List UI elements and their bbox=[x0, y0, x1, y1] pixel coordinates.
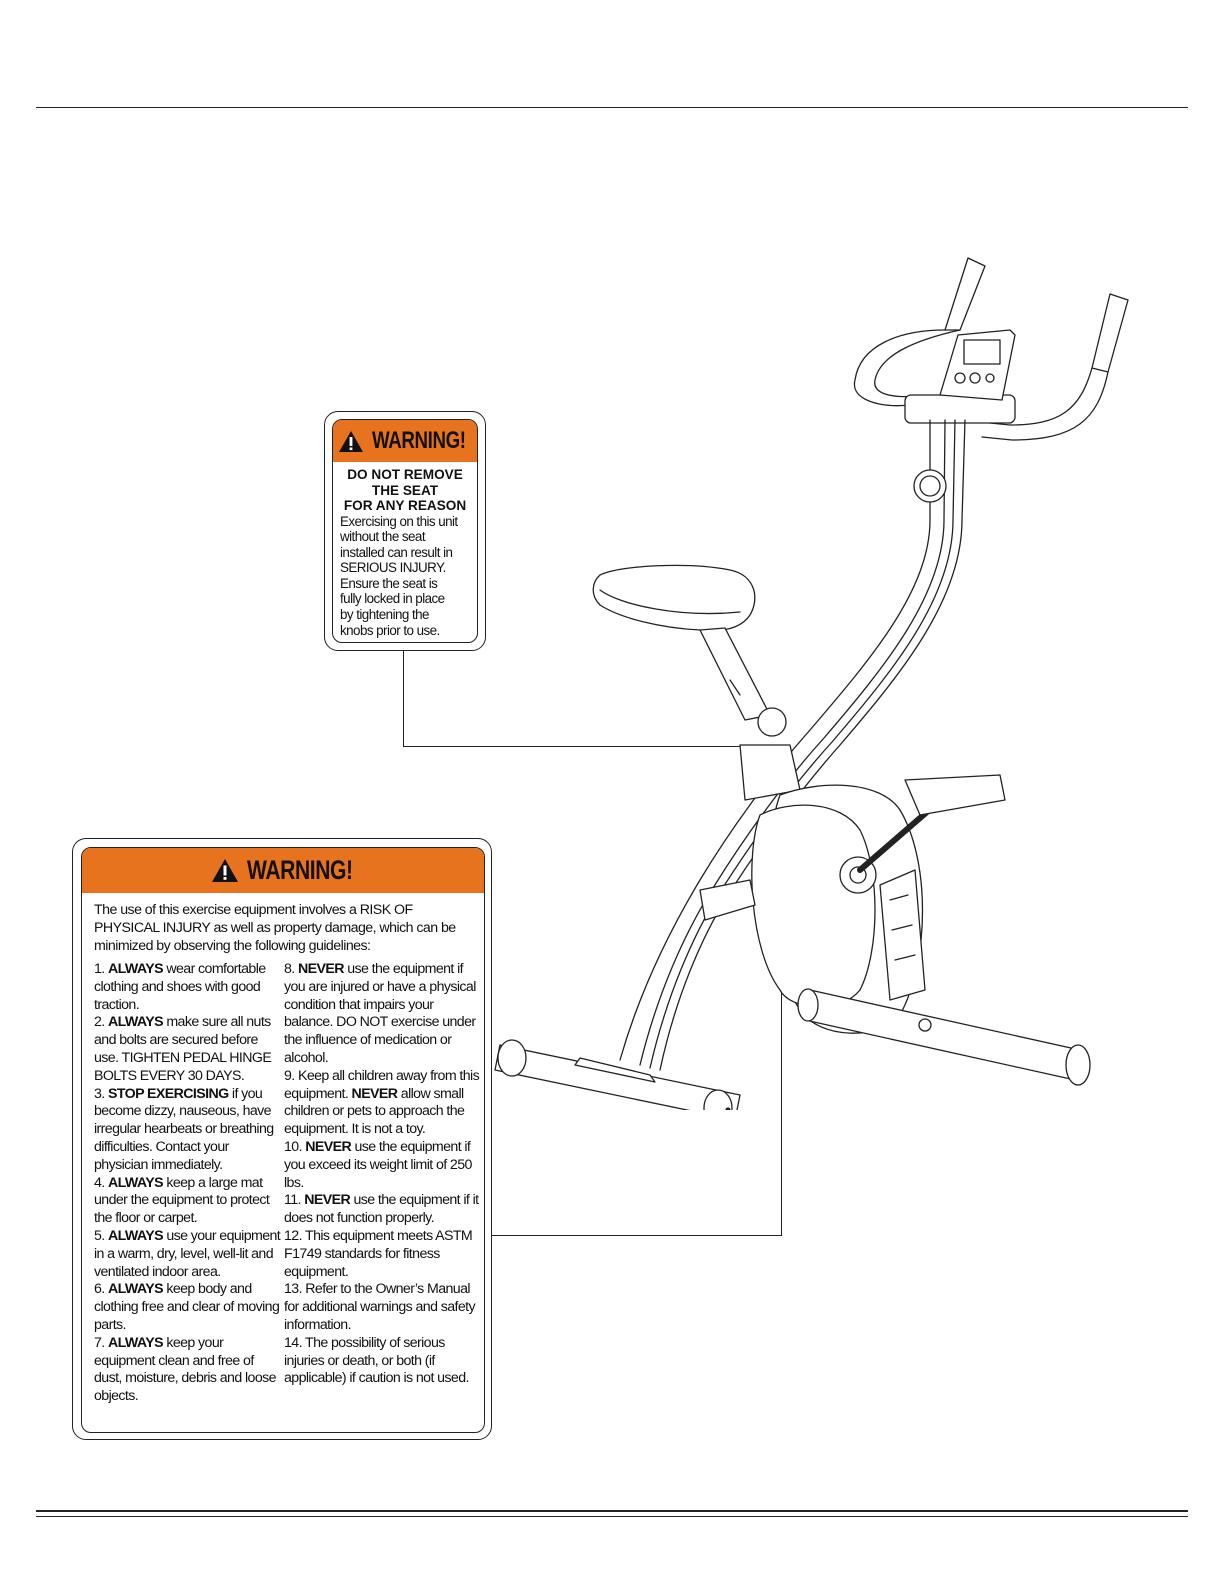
guideline-item: 2. ALWAYS make sure all nuts and bolts a… bbox=[94, 1014, 284, 1085]
guideline-item-emphasis: ALWAYS bbox=[107, 961, 164, 977]
guideline-item-lead: 14. The possibility of serious injuries … bbox=[284, 1334, 469, 1387]
guideline-item: 6. ALWAYS keep body and clothing free an… bbox=[94, 1281, 284, 1334]
guideline-item-emphasis: ALWAYS bbox=[107, 1281, 164, 1298]
guideline-item-text: wear comfortable clothing and shoes with… bbox=[94, 961, 266, 1013]
guideline-item: 12. This equipment meets ASTM F1749 stan… bbox=[284, 1228, 480, 1281]
guideline-item-emphasis: NEVER bbox=[297, 961, 344, 977]
exercise-bike-illustration bbox=[494, 257, 1129, 1110]
guideline-item-text: keep a large mat under the equipment to … bbox=[94, 1174, 270, 1227]
guideline-item-emphasis: ALWAYS bbox=[107, 1014, 164, 1031]
guideline-item-lead: 9. Keep all children away from this equi… bbox=[284, 1067, 480, 1102]
guideline-item-text: make sure all nuts and bolts are secured… bbox=[94, 1014, 272, 1084]
general-warning-header: WARNING! bbox=[82, 848, 484, 893]
guideline-item: 7. ALWAYS keep your equipment clean and … bbox=[94, 1335, 284, 1406]
seat-warning-heading: DO NOT REMOVE THE SEAT FOR ANY REASON bbox=[333, 467, 477, 514]
guideline-item-lead: 2. bbox=[94, 1014, 108, 1031]
seat-warning-inner: WARNING! DO NOT REMOVE THE SEAT FOR ANY … bbox=[332, 419, 478, 643]
guideline-item: 8. NEVER use the equipment if you are in… bbox=[284, 961, 480, 1068]
guideline-item: 14. The possibility of serious injuries … bbox=[284, 1335, 480, 1388]
guideline-item-text: allow small children or pets to approach… bbox=[284, 1085, 465, 1138]
seat-leader-horizontal bbox=[403, 746, 749, 748]
general-warning-title: WARNING! bbox=[247, 855, 353, 885]
guideline-item-text: keep body and clothing free and clear of… bbox=[94, 1281, 280, 1333]
guideline-item-lead: 11. bbox=[284, 1192, 305, 1209]
guideline-item-text: use the equipment if it does not functio… bbox=[284, 1192, 479, 1227]
seat-body-line: fully locked in place bbox=[340, 591, 445, 607]
guideline-item: 13. Refer to the Owner’s Manual for addi… bbox=[284, 1281, 480, 1334]
guideline-item-emphasis: NEVER bbox=[305, 1138, 352, 1155]
general-warning-label: WARNING! The use of this exercise equipm… bbox=[72, 838, 492, 1440]
seat-heading-line: FOR ANY REASON bbox=[343, 498, 467, 513]
guideline-column-left: 1. ALWAYS wear comfortable clothing and … bbox=[94, 961, 284, 1406]
guideline-item: 1. ALWAYS wear comfortable clothing and … bbox=[94, 961, 284, 1014]
seat-body-line: by tightening the bbox=[340, 607, 429, 623]
general-warning-inner: WARNING! The use of this exercise equipm… bbox=[81, 847, 485, 1433]
seat-body-line: installed can result in bbox=[340, 544, 453, 560]
seat-heading-line: DO NOT REMOVE bbox=[347, 467, 463, 482]
guideline-item-lead: 13. Refer to the Owner’s Manual for addi… bbox=[284, 1281, 476, 1333]
bottom-rule-thin bbox=[36, 1516, 1188, 1517]
guideline-column-right: 8. NEVER use the equipment if you are in… bbox=[284, 961, 480, 1406]
guideline-item-lead: 7. bbox=[94, 1334, 108, 1351]
frame-leader-horizontal bbox=[490, 1235, 782, 1237]
guideline-item: 4. ALWAYS keep a large mat under the equ… bbox=[94, 1175, 284, 1228]
seat-body-line: knobs prior to use. bbox=[340, 622, 440, 638]
guideline-item-text: use your equipment in a warm, dry, level… bbox=[94, 1227, 281, 1280]
seat-warning-header: WARNING! bbox=[333, 420, 477, 462]
guideline-item-emphasis: NEVER bbox=[304, 1192, 351, 1209]
frame-leader-vertical bbox=[781, 905, 783, 1236]
guideline-item-lead: 3. bbox=[94, 1085, 108, 1102]
guideline-item-emphasis: ALWAYS bbox=[107, 1227, 164, 1244]
guideline-item-emphasis: NEVER bbox=[351, 1085, 398, 1102]
guideline-item-text: use the equipment if you are injured or … bbox=[284, 961, 476, 1066]
guideline-item: 5. ALWAYS use your equipment in a warm, … bbox=[94, 1228, 284, 1281]
guideline-item-lead: 10. bbox=[284, 1138, 306, 1155]
guideline-item-lead: 5. bbox=[94, 1227, 108, 1244]
guideline-item-emphasis: STOP EXERCISING bbox=[107, 1085, 229, 1102]
seat-heading-line: THE SEAT bbox=[371, 482, 439, 498]
seat-leader-vertical bbox=[403, 650, 405, 747]
guideline-item-lead: 6. bbox=[94, 1281, 108, 1298]
guideline-item-text: keep your equipment clean and free of du… bbox=[94, 1334, 277, 1405]
guideline-item-lead: 8. bbox=[284, 961, 298, 977]
seat-body-line: SERIOUS INJURY. bbox=[340, 560, 446, 576]
guideline-item-text: if you become dizzy, nauseous, have irre… bbox=[94, 1085, 274, 1173]
seat-body-line: without the seat bbox=[340, 529, 426, 545]
warning-intro: The use of this exercise equipment invol… bbox=[94, 902, 456, 954]
guideline-item-lead: 1. bbox=[94, 961, 108, 977]
guideline-item: 11. NEVER use the equipment if it does n… bbox=[284, 1192, 480, 1228]
seat-body-line: Ensure the seat is bbox=[340, 575, 438, 591]
seat-warning-title: WARNING! bbox=[372, 427, 466, 454]
top-rule bbox=[36, 107, 1188, 108]
warning-triangle-icon bbox=[339, 430, 363, 452]
guideline-item: 9. Keep all children away from this equi… bbox=[284, 1068, 480, 1139]
seat-warning-label: WARNING! DO NOT REMOVE THE SEAT FOR ANY … bbox=[324, 411, 486, 651]
guideline-item-text: use the equipment if you exceed its weig… bbox=[284, 1138, 472, 1191]
seat-body-line: Exercising on this unit bbox=[340, 513, 458, 529]
guideline-item-emphasis: ALWAYS bbox=[107, 1174, 164, 1191]
seat-warning-body: Exercising on this unit without the seat… bbox=[333, 514, 477, 639]
guideline-columns: 1. ALWAYS wear comfortable clothing and … bbox=[82, 955, 484, 1406]
guideline-item-lead: 4. bbox=[94, 1174, 108, 1191]
guideline-item-lead: 12. This equipment meets ASTM F1749 stan… bbox=[284, 1227, 473, 1280]
guideline-item: 3. STOP EXERCISING if you become dizzy, … bbox=[94, 1086, 284, 1175]
guideline-item: 10. NEVER use the equipment if you excee… bbox=[284, 1139, 480, 1192]
warning-triangle-icon bbox=[212, 859, 239, 882]
guideline-item-emphasis: ALWAYS bbox=[107, 1334, 164, 1351]
bottom-rule bbox=[36, 1510, 1188, 1512]
